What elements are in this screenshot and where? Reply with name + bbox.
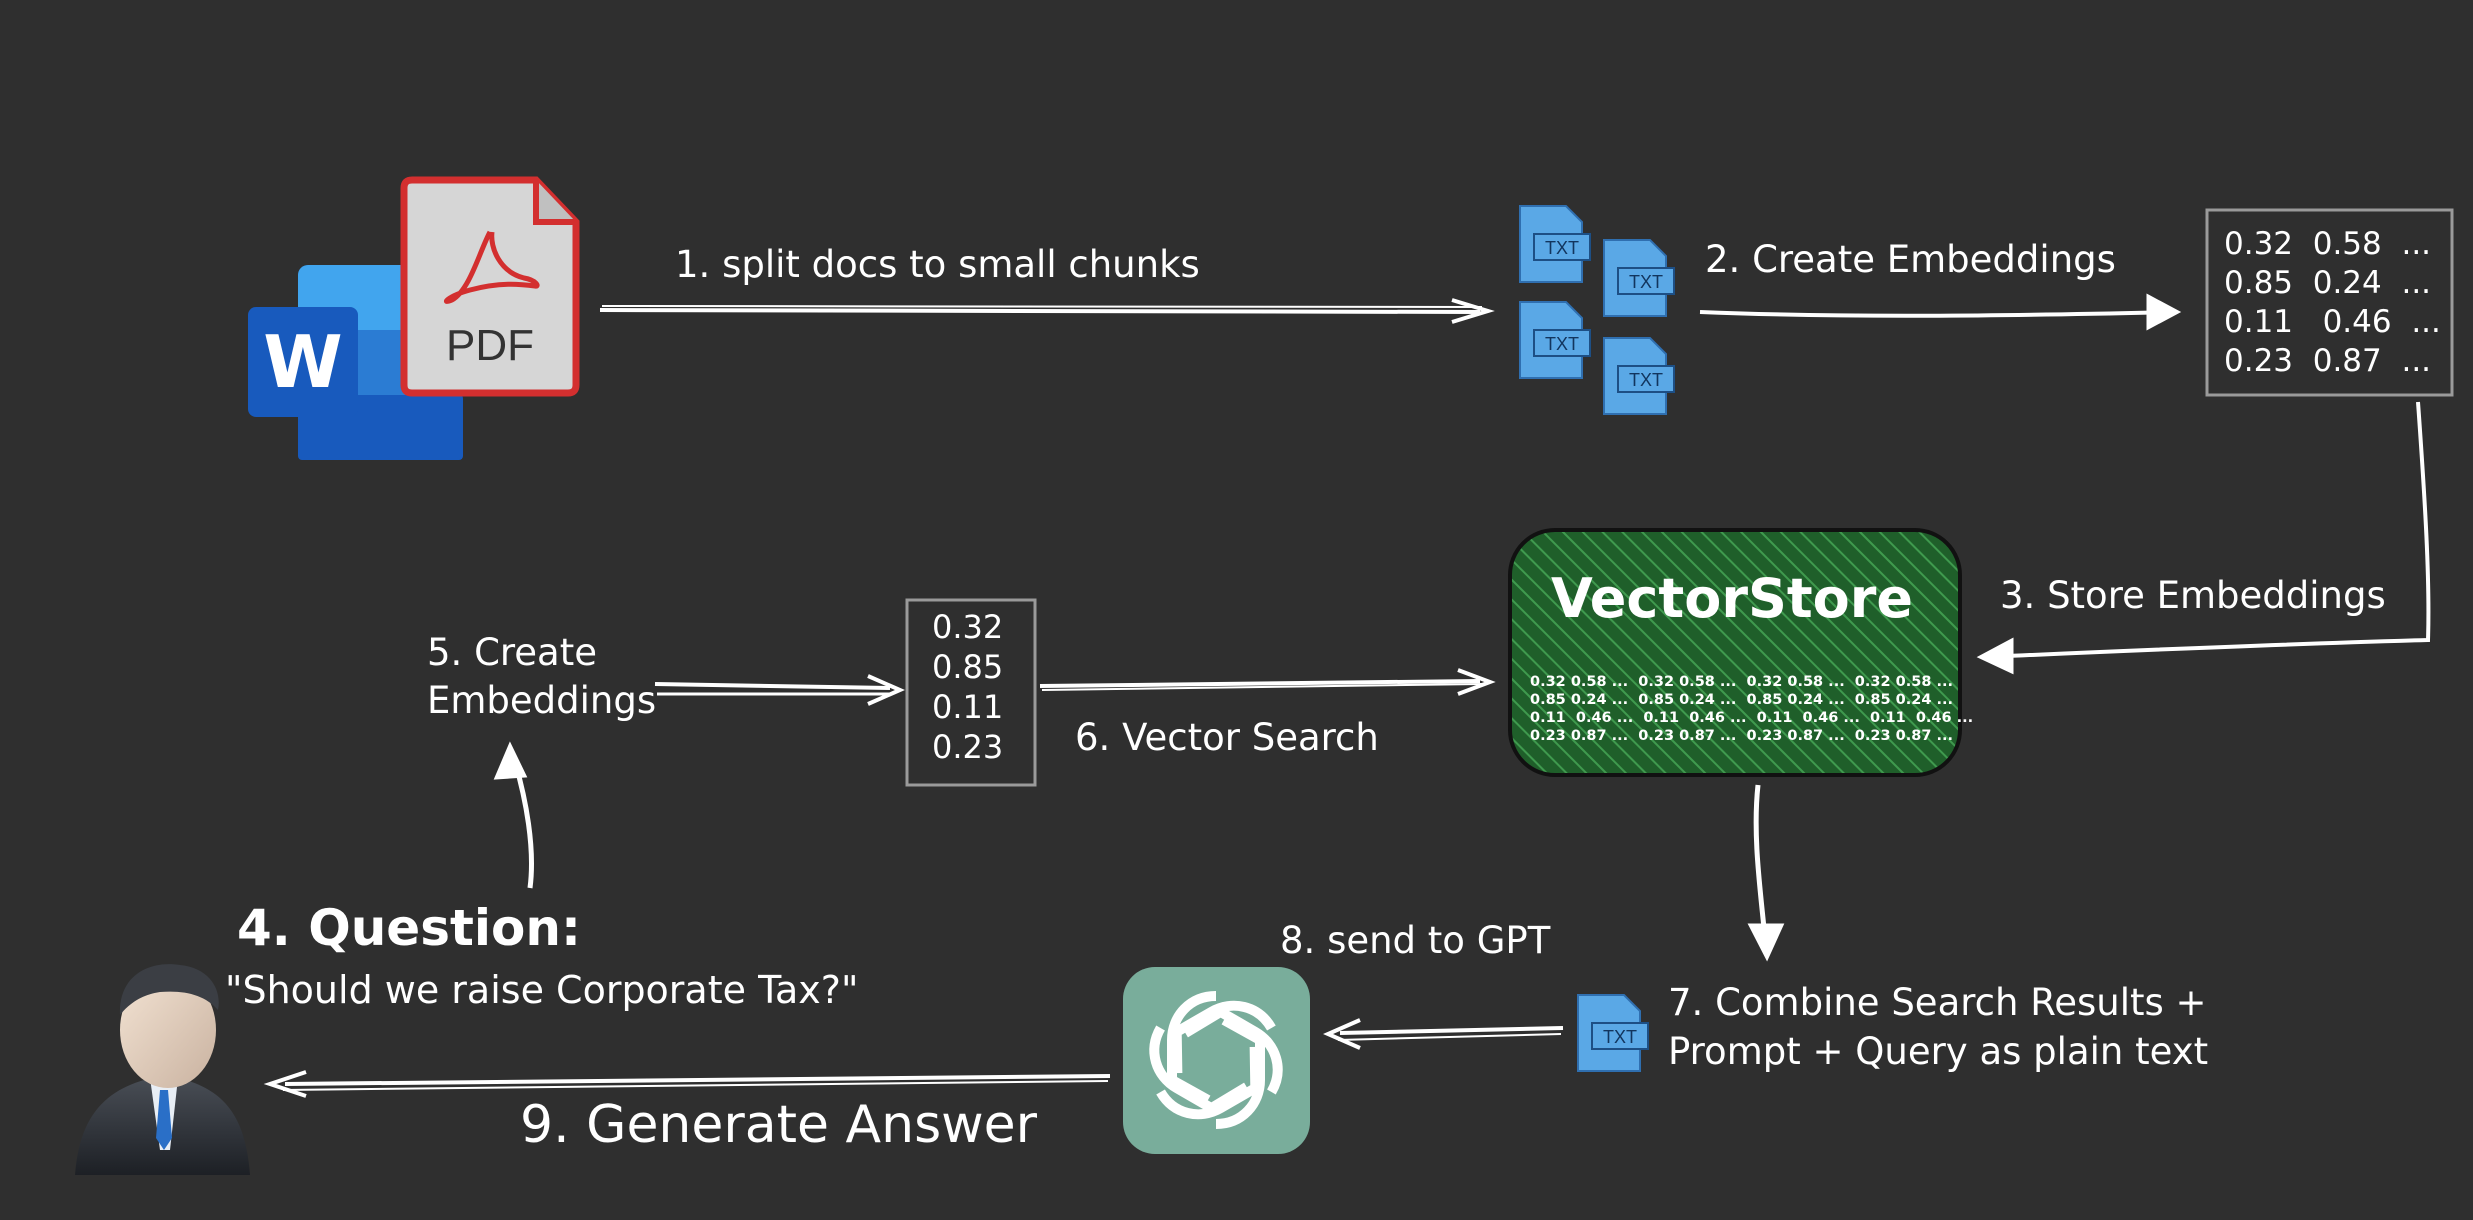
txt-label: TXT [1603,1027,1637,1047]
vector-value: 0.32 [932,608,1003,646]
vectorstore-row: 0.23 0.87 ... 0.23 0.87 ... 0.23 0.87 ..… [1530,728,1953,744]
step8-label: 8. send to GPT [1280,919,1551,962]
step5-label-line1: 5. Create [427,631,597,674]
matrix-row: 0.32 0.58 ... [2224,226,2431,262]
vectorstore: VectorStore 0.32 0.58 ... 0.32 0.58 ... … [1508,528,1973,777]
businessman-avatar-icon [75,964,250,1175]
step7-label-line1: 7. Combine Search Results + [1668,981,2207,1024]
txt-label: TXT [1545,238,1579,258]
arrow-split-docs [599,298,1495,324]
query-vector-box: 0.32 0.85 0.11 0.23 [905,598,1037,787]
step2-label: 2. Create Embeddings [1705,238,2116,281]
vectorstore-title: VectorStore [1551,567,1913,630]
arrow-generate-answer [263,1070,1111,1098]
pdf-doc-icon: PDF [400,176,580,397]
vectorstore-row: 0.11 0.46 ... 0.11 0.46 ... 0.11 0.46 ..… [1530,710,1973,726]
vector-value: 0.23 [932,728,1003,766]
openai-logo-icon [1123,967,1310,1154]
step1-label: 1. split docs to small chunks [675,243,1200,286]
step3-label: 3. Store Embeddings [2000,574,2386,617]
txt-label: TXT [1545,334,1579,354]
step6-label: 6. Vector Search [1075,716,1379,759]
arrow-send-to-gpt [1323,1018,1564,1050]
matrix-row: 0.23 0.87 ... [2224,343,2431,379]
matrix-row: 0.11 0.46 ... [2224,304,2441,340]
vectorstore-row: 0.85 0.24 ... 0.85 0.24 ... 0.85 0.24 ..… [1530,692,1953,708]
step4-title: 4. Question: [237,899,581,957]
word-letter: W [263,320,342,404]
pdf-label: PDF [446,321,534,370]
txt-label: TXT [1629,272,1663,292]
arrow-query-embeddings [654,674,905,706]
step9-label: 9. Generate Answer [520,1095,1038,1155]
txt-chunks-group: TXT TXT TXT TXT [1519,205,1675,415]
vectorstore-row: 0.32 0.58 ... 0.32 0.58 ... 0.32 0.58 ..… [1530,674,1953,690]
arrow-combine-down [1747,784,1785,962]
step4-question: "Should we raise Corporate Tax?" [225,968,858,1012]
arrow-store-embeddings [1976,401,2431,675]
txt-file-icon: TXT [1519,205,1591,283]
step5-label-line2: Embeddings [427,679,656,722]
txt-file-icon: TXT [1519,301,1591,379]
txt-file-icon: TXT [1603,337,1675,415]
embedding-matrix-box: 0.32 0.58 ... 0.85 0.24 ... 0.11 0.46 ..… [2205,208,2454,397]
txt-file-icon: TXT [1577,994,1649,1072]
txt-label: TXT [1629,370,1663,390]
txt-file-icon: TXT [1603,239,1675,317]
matrix-row: 0.85 0.24 ... [2224,265,2431,301]
arrow-vector-search [1039,668,1496,696]
arrow-question-up [493,741,534,889]
arrow-create-embeddings [1699,293,2182,331]
vector-value: 0.85 [932,648,1003,686]
vector-value: 0.11 [932,688,1003,726]
step7-label-line2: Prompt + Query as plain text [1668,1030,2208,1073]
